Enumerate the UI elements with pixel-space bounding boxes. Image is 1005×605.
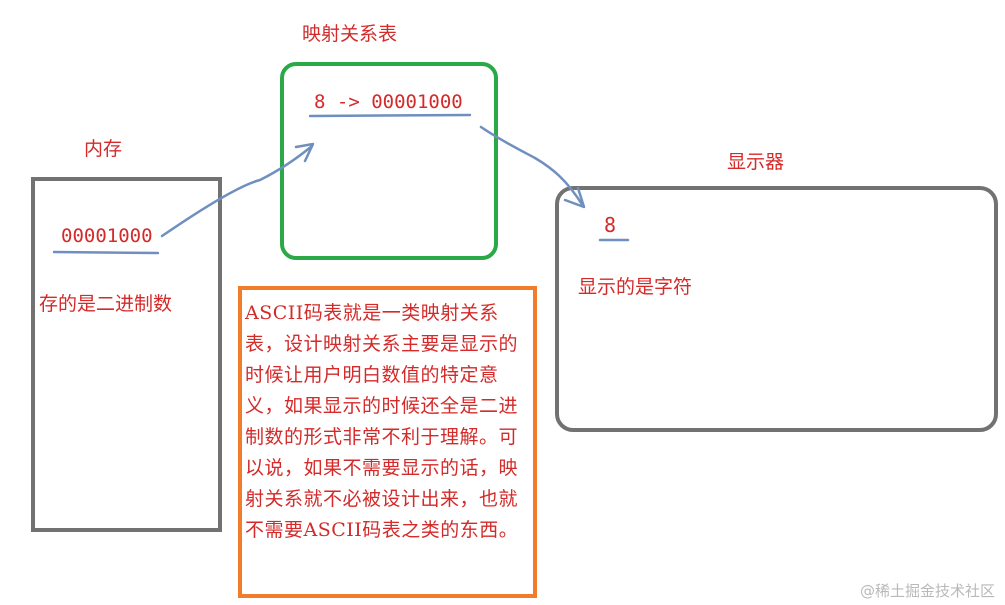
display-box xyxy=(555,186,998,432)
mapping-rule: 8 -> 00001000 xyxy=(314,91,463,113)
arrow-mapping-to-display xyxy=(479,125,585,208)
mapping-title: 映射关系表 xyxy=(302,23,398,45)
arrow-memory-to-mapping xyxy=(160,144,314,238)
display-title: 显示器 xyxy=(727,151,785,173)
watermark: @稀土掘金技术社区 xyxy=(859,582,995,600)
arrow-memory-to-mapping-head xyxy=(294,142,315,163)
memory-title: 内存 xyxy=(84,138,123,160)
ascii-note-box xyxy=(238,286,537,598)
ascii-note-text: ASCII码表就是一类映射关系表，设计映射关系主要是显示的时候让用户明白数值的特… xyxy=(245,302,519,541)
memory-binary-value: 00001000 xyxy=(61,225,153,247)
display-char-value: 8 xyxy=(604,213,617,237)
mapping-rule-underline xyxy=(308,113,472,118)
display-caption: 显示的是字符 xyxy=(578,276,693,298)
arrow-mapping-to-display-head xyxy=(563,186,586,209)
memory-box xyxy=(31,177,222,532)
memory-caption: 存的是二进制数 xyxy=(39,293,173,315)
memory-value-underline xyxy=(52,250,160,255)
mapping-table-box xyxy=(280,62,498,260)
